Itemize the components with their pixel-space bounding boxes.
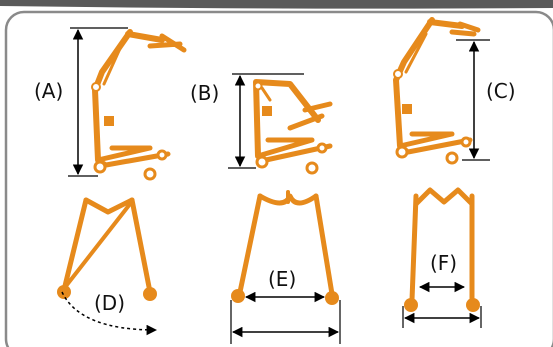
frame-hanger — [147, 33, 187, 53]
lift-side-view-a — [68, 27, 187, 181]
wheel — [395, 145, 409, 159]
frame-actuator — [102, 42, 124, 86]
wheel — [325, 291, 339, 305]
label-c: (C) — [486, 79, 516, 103]
frame-top-bar — [413, 187, 475, 207]
wheel — [445, 151, 459, 165]
lift-top-view-e — [230, 190, 341, 344]
wheel — [156, 149, 168, 161]
pivot-joint — [393, 69, 403, 79]
wheel — [57, 285, 71, 299]
label-e: (E) — [268, 267, 296, 291]
frame-leg-left — [61, 197, 89, 293]
frame-mast — [253, 79, 321, 159]
lift-side-view-b — [228, 73, 333, 175]
frame-actuator — [260, 86, 272, 102]
frame-top-bar — [83, 197, 135, 215]
label-d: (D) — [94, 291, 125, 315]
frame-brace — [64, 202, 132, 288]
wheel — [143, 167, 157, 181]
wheel — [466, 298, 480, 312]
wheel — [305, 161, 319, 175]
wheel — [316, 142, 328, 154]
frame-leg-left — [237, 193, 263, 295]
lift-top-view-f — [402, 187, 482, 328]
label-a: (A) — [34, 79, 63, 103]
control-box — [262, 106, 272, 116]
lift-top-view-d — [57, 197, 158, 336]
wheel — [255, 155, 269, 169]
frame-leg-right — [313, 193, 335, 297]
pivot-joint — [253, 81, 263, 91]
top-strip — [0, 0, 553, 9]
label-f: (F) — [430, 251, 457, 275]
frame-actuator — [404, 32, 428, 74]
control-box — [104, 116, 114, 126]
turning-arc-arrow — [61, 291, 158, 336]
frame-leg-right — [129, 197, 153, 295]
frame-leg-left — [409, 193, 419, 303]
label-b: (B) — [190, 81, 219, 105]
frame-hanger — [287, 101, 333, 131]
frame-boom — [125, 31, 165, 43]
wheel — [231, 289, 245, 303]
wheel — [93, 160, 107, 174]
lift-side-view-c — [393, 17, 490, 165]
pivot-joint — [91, 82, 101, 92]
frame-mast — [92, 29, 133, 163]
frame-hanger — [449, 21, 481, 37]
control-box — [402, 104, 412, 114]
wheel — [404, 298, 418, 312]
wheel — [460, 136, 472, 148]
frame-boom — [427, 19, 465, 29]
wheel — [143, 287, 157, 301]
